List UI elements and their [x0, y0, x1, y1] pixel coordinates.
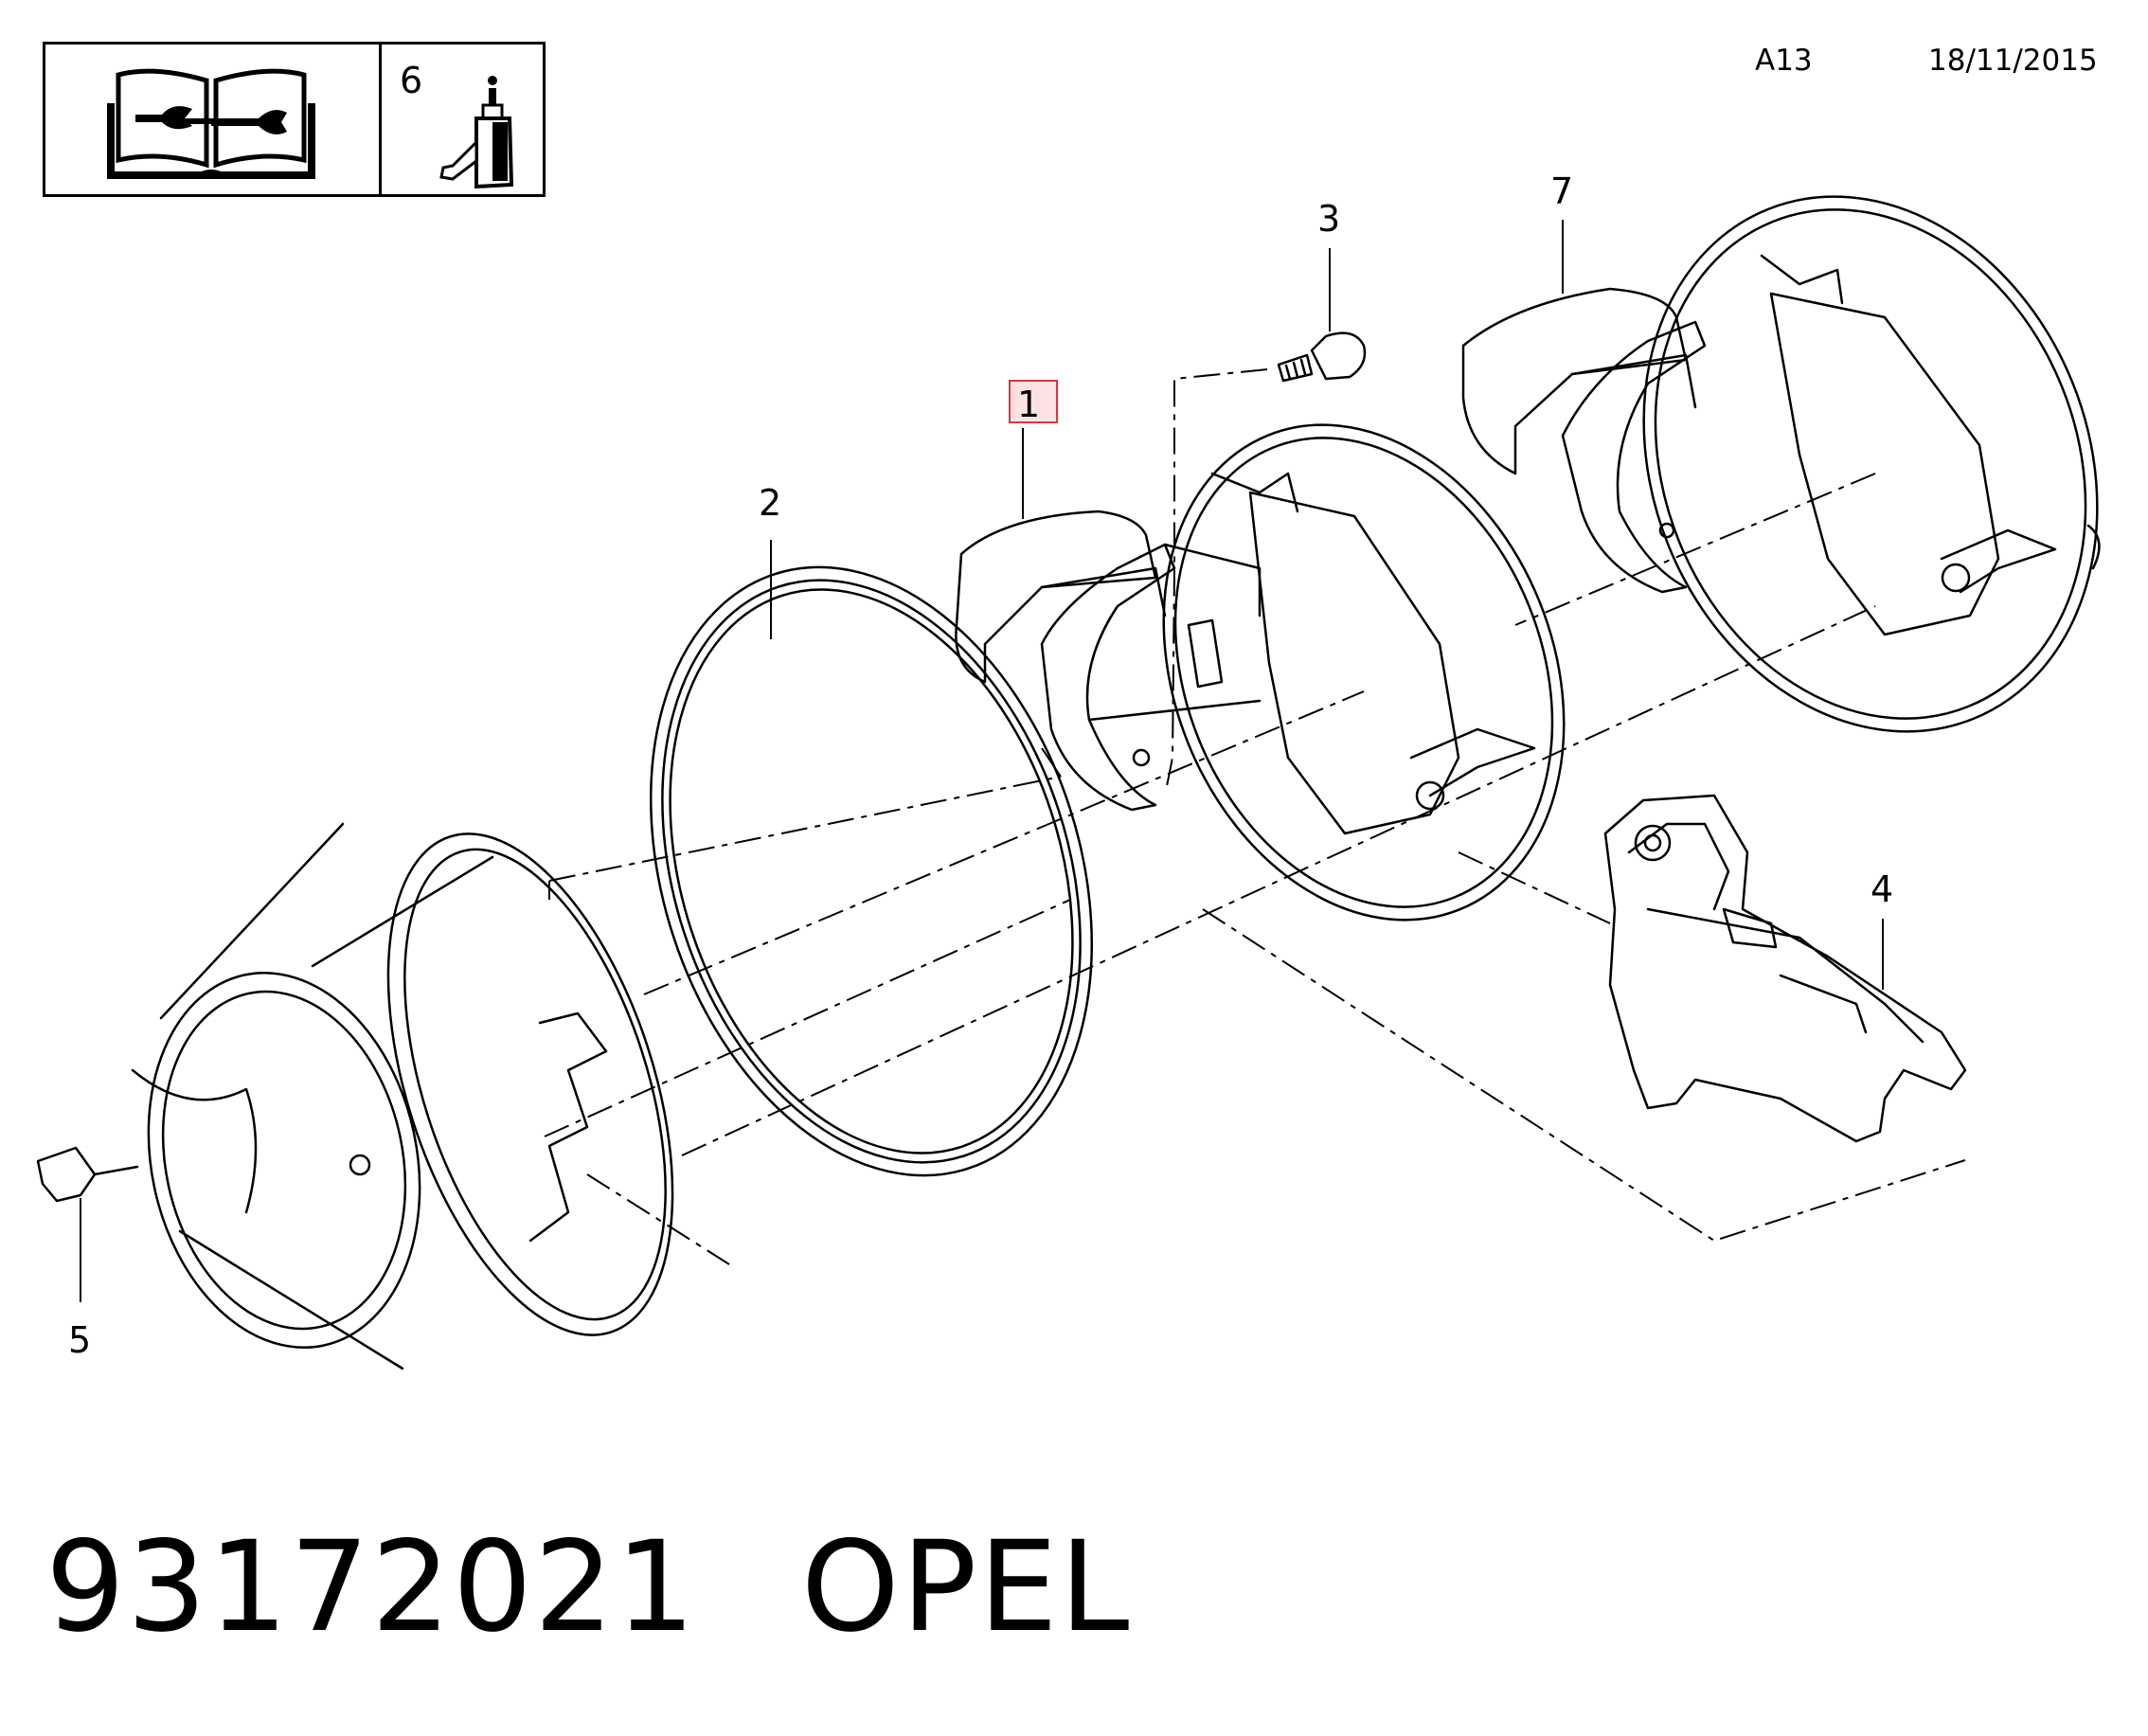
service-manual-icon — [107, 68, 315, 179]
part-number: 93172021 — [45, 1514, 697, 1660]
callout-5: 5 — [68, 1319, 91, 1361]
seal-ring-part — [649, 565, 1094, 1177]
brand-name: OPEL — [800, 1514, 1132, 1660]
flap-hinge-part-1 — [955, 423, 1566, 922]
lock-actuator-part — [1603, 794, 1967, 1143]
diagram-date: 18/11/2015 — [1928, 44, 2098, 78]
header-divider — [379, 45, 382, 194]
callout-3: 3 — [1317, 198, 1340, 240]
flap-assembly-part-7 — [1461, 195, 2101, 733]
filler-housing-part — [36, 822, 674, 1370]
callout-4: 4 — [1871, 868, 1893, 910]
callout-1: 1 — [1017, 384, 1040, 425]
callout-7: 7 — [1550, 170, 1573, 212]
info-box: 6 — [43, 42, 546, 197]
screw-part — [1277, 331, 1367, 383]
callout-1-highlight — [1009, 380, 1058, 423]
callout-2: 2 — [759, 482, 781, 524]
diagram-code: A13 — [1755, 44, 1813, 78]
box-number: 6 — [400, 60, 423, 101]
grease-bottle-icon — [439, 76, 514, 189]
